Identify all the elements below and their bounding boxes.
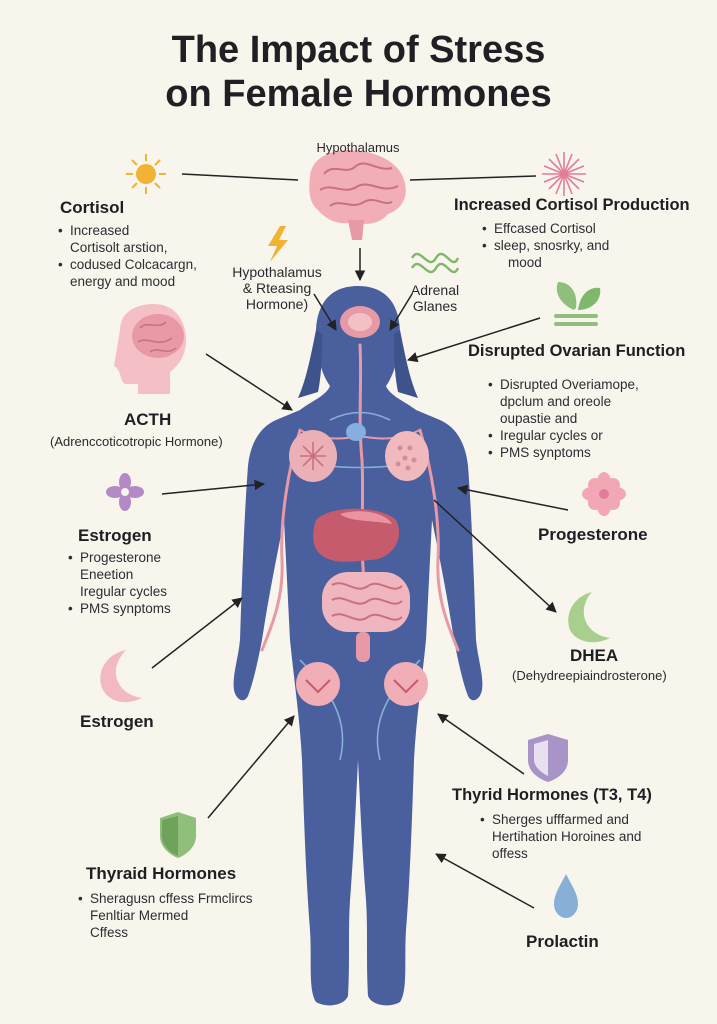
list-item: Disrupted Overiamope, (488, 376, 639, 393)
estrogen-heading-1: Estrogen (78, 526, 152, 545)
releasing-hormone-label: Hypothalamus & Rteasing Hormone) (222, 264, 332, 312)
flower-right-icon (582, 472, 626, 516)
ovary-right-icon (384, 662, 428, 706)
list-item: Sherges ufffarmed and (480, 811, 641, 828)
releasing-hormone-line-2: & Rteasing (242, 280, 312, 296)
releasing-hormone-line-1: Hypothalamus (232, 264, 322, 280)
list-item: Cortisolt arstion, (70, 240, 168, 255)
releasing-hormone-line-3: Hormone) (245, 296, 309, 312)
list-item: Cffess (90, 925, 129, 940)
head-brain-icon (114, 304, 186, 394)
ovary-left-icon (296, 662, 340, 706)
list-item: mood (508, 255, 542, 270)
list-item: oupastie and (500, 411, 578, 426)
wave-icon (410, 252, 460, 274)
starburst-icon (542, 152, 586, 196)
disrupted-ovarian-list: Disrupted Overiamope, dpclum and oreole … (486, 376, 639, 461)
moon-right-icon (568, 592, 610, 643)
moon-left-icon (100, 650, 142, 703)
adrenal-line-2: Glanes (412, 298, 458, 314)
shield-purple-icon (528, 734, 568, 782)
title-line-1: The Impact of Stress (171, 29, 546, 71)
thyraid-hormones-heading: Thyraid Hormones (86, 864, 237, 883)
list-item: Eneetion (80, 567, 134, 582)
thyrid-hormones-list: Sherges ufffarmed and Hertihation Horoin… (478, 811, 641, 862)
cortisol-heading: Cortisol (60, 198, 125, 217)
sun-icon (126, 154, 166, 194)
body-brain-icon (340, 306, 380, 338)
list-item: dpclum and oreole (500, 394, 612, 409)
prolactin-heading: Prolactin (526, 932, 599, 951)
list-item: Increased (58, 222, 197, 239)
list-item: energy and mood (70, 274, 176, 289)
estrogen-heading-2: Estrogen (80, 712, 154, 731)
adrenal-glands-label: Adrenal Glanes (398, 282, 472, 314)
increased-cortisol-heading: Increased Cortisol Production (454, 196, 690, 214)
lung-left-icon (289, 430, 337, 482)
cortisol-list: Increased Cortisolt arstion, codused Col… (56, 222, 197, 290)
acth-heading: ACTH (124, 410, 172, 429)
list-item: Hertihation Horoines and (492, 829, 642, 844)
title-line-2: on Female Hormones (165, 73, 552, 115)
list-item: Effcased Cortisol (482, 220, 609, 237)
disrupted-ovarian-heading: Disrupted Ovarian Function (468, 342, 686, 360)
connector-arrows (151, 173, 569, 909)
flower-left-icon (106, 473, 144, 511)
progesterone-heading: Progesterone (538, 525, 648, 544)
page-title: The Impact of Stress on Female Hormones (0, 28, 717, 116)
estrogen-list: Progesterone Eneetion Iregular cycles PM… (66, 549, 171, 617)
intestines-icon (322, 572, 410, 662)
list-item: codused Colcacargn, (58, 256, 197, 273)
increased-cortisol-list: Effcased Cortisol sleep, snosrky, and mo… (480, 220, 609, 271)
acth-subheading: (Adrenccoticotropic Hormone) (50, 434, 223, 449)
list-item: Progesterone (68, 549, 171, 566)
list-item: PMS synptoms (488, 444, 639, 461)
droplet-icon (554, 874, 578, 918)
list-item: Iregular cycles or (488, 427, 639, 444)
thyrid-hormones-heading: Thyrid Hormones (T3, T4) (452, 786, 652, 804)
list-item: Iregular cycles (80, 584, 168, 599)
hypothalamus-label: Hypothalamus (316, 140, 400, 155)
heart-icon (346, 423, 366, 441)
shield-green-icon (160, 812, 196, 858)
lightning-icon (268, 226, 288, 262)
list-item: offess (492, 846, 528, 861)
thyraid-hormones-list: Sheragusn cffess Frmclircs Fenltiar Merm… (76, 890, 253, 941)
lung-right-icon (385, 431, 429, 481)
hypothalamus-brain-icon (309, 150, 406, 240)
dhea-subheading: (Dehydreepiaindrosterone) (512, 668, 667, 683)
list-item: sleep, snosrky, and (482, 237, 609, 254)
list-item: Sheragusn cffess Frmclircs (78, 890, 253, 907)
list-item: PMS synptoms (68, 600, 171, 617)
adrenal-line-1: Adrenal (410, 282, 460, 298)
dhea-heading: DHEA (570, 646, 619, 665)
leaf-icon (554, 282, 601, 326)
list-item: Fenltiar Mermed (90, 908, 189, 923)
